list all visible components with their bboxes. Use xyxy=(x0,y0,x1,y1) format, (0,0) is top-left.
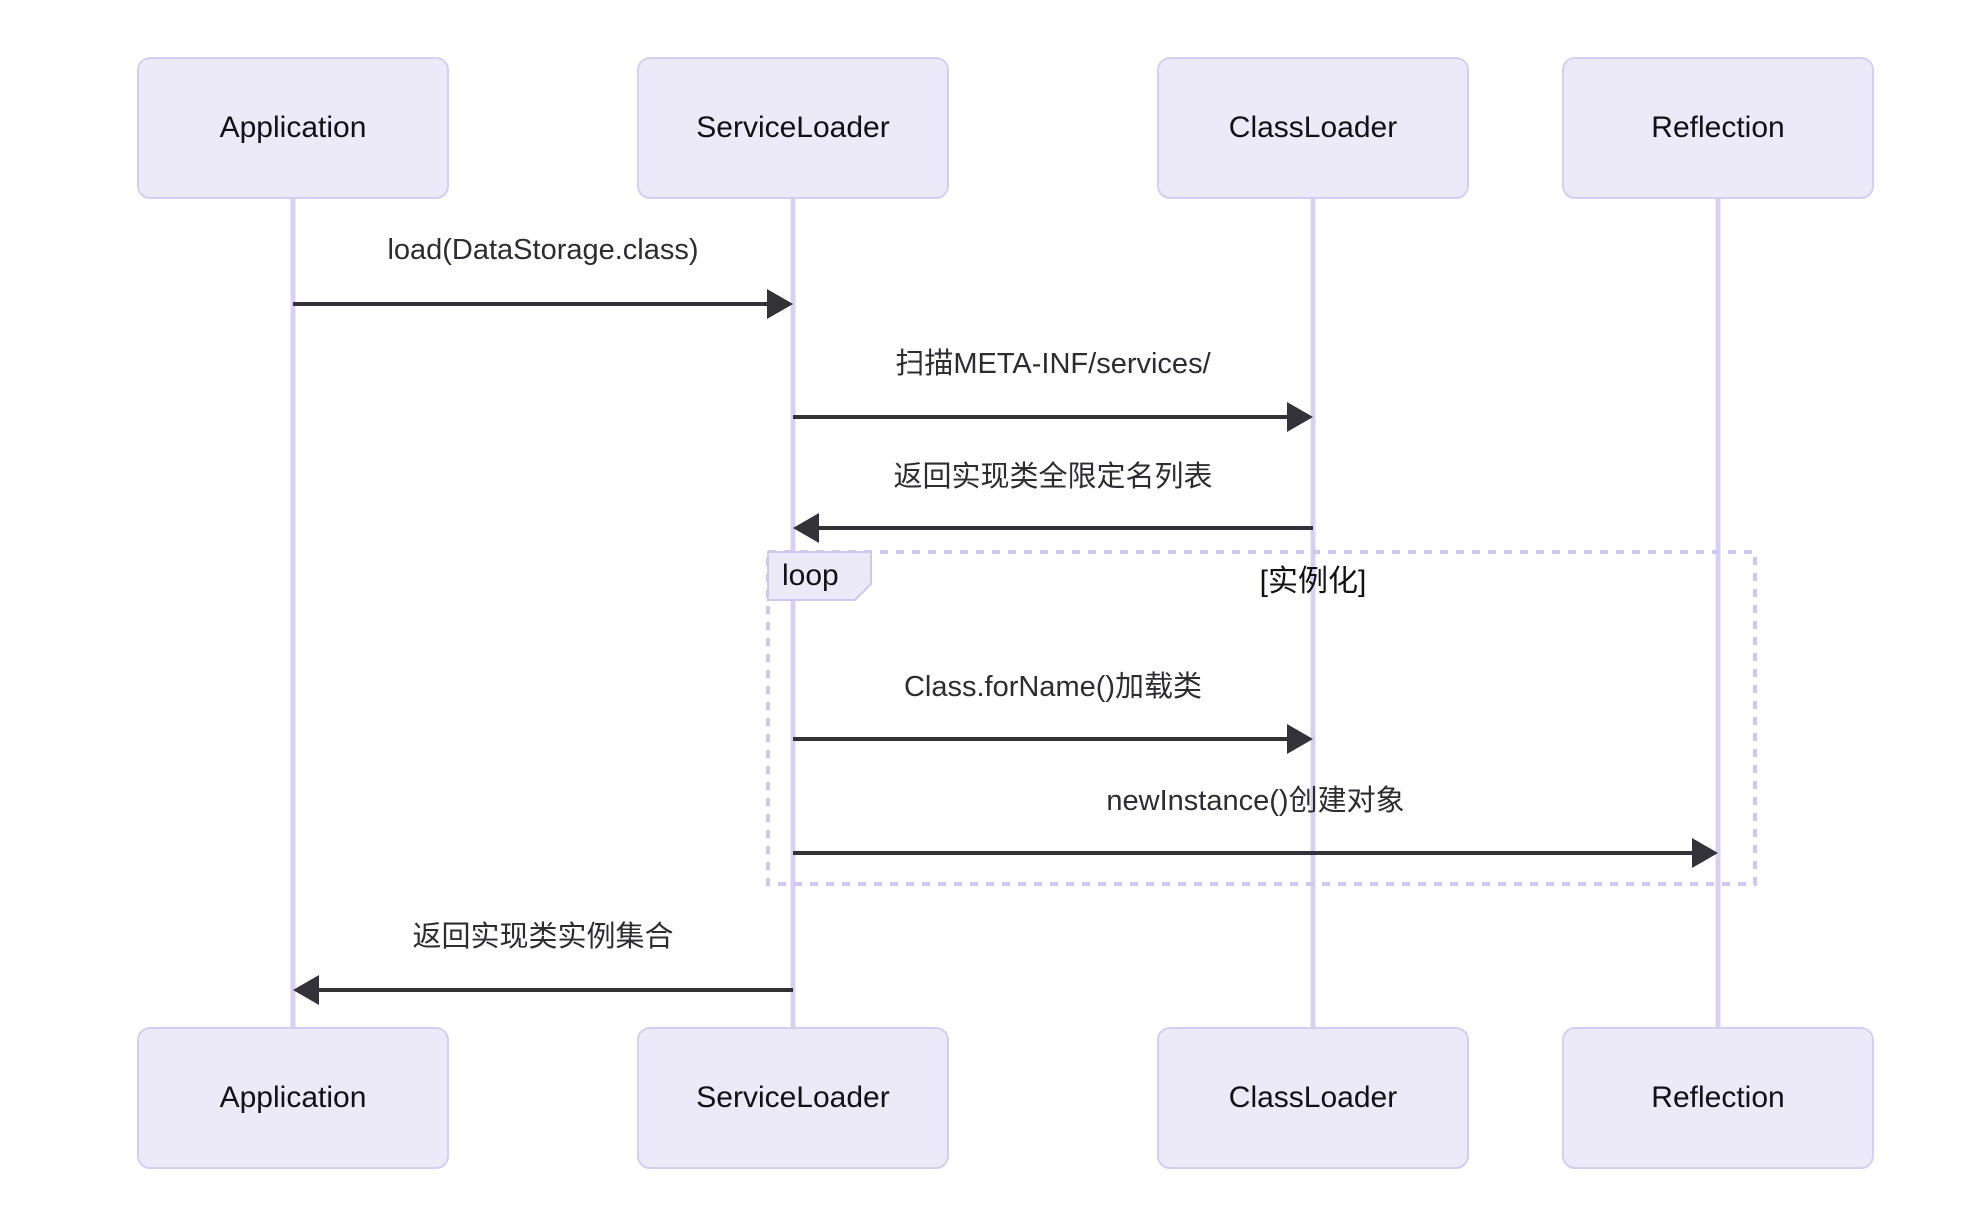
message-label-m5: newInstance()创建对象 xyxy=(1106,784,1404,817)
fragment-loop-border xyxy=(766,550,1757,886)
message-label-m1: load(DataStorage.class) xyxy=(387,234,698,266)
participant-box-top-reflection[interactable] xyxy=(1562,57,1874,199)
participant-bottom-serviceloader[interactable]: ServiceLoader xyxy=(637,1027,949,1169)
participant-box-bottom-classloader[interactable] xyxy=(1157,1027,1469,1169)
participant-box-bottom-serviceloader[interactable] xyxy=(637,1027,949,1169)
message-arrowhead-m2 xyxy=(1287,402,1313,432)
fragment-loop-tag xyxy=(767,551,872,601)
participant-box-bottom-reflection[interactable] xyxy=(1562,1027,1874,1169)
lifelines-group xyxy=(290,198,1721,1028)
participant-bottom-classloader[interactable]: ClassLoader xyxy=(1157,1027,1469,1169)
message-m5: newInstance()创建对象 xyxy=(793,784,1718,868)
message-label-m6: 返回实现类实例集合 xyxy=(412,920,673,953)
message-arrowhead-m6 xyxy=(293,975,319,1005)
participant-label-top-classloader: ClassLoader xyxy=(1229,111,1397,144)
participant-bottom-reflection[interactable]: Reflection xyxy=(1562,1027,1874,1169)
participant-label-bottom-serviceloader: ServiceLoader xyxy=(696,1081,889,1114)
message-label-m3: 返回实现类全限定名列表 xyxy=(893,460,1212,493)
participant-top-serviceloader[interactable]: ServiceLoader xyxy=(637,57,949,199)
participant-label-bottom-reflection: Reflection xyxy=(1651,1081,1784,1114)
top-participants-group: Application ServiceLoader ClassLoader Refle… xyxy=(137,57,1874,199)
message-m2: 扫描META-INF/services/ xyxy=(793,347,1313,432)
message-arrowhead-m1 xyxy=(767,289,793,319)
message-m4: Class.forName()加载类 xyxy=(793,670,1313,754)
participant-box-top-serviceloader[interactable] xyxy=(637,57,949,199)
message-arrowhead-m4 xyxy=(1287,724,1313,754)
participant-box-top-classloader[interactable] xyxy=(1157,57,1469,199)
fragments-group: loop [实例化] xyxy=(766,550,1757,886)
message-m1: load(DataStorage.class) xyxy=(293,234,793,319)
participant-top-application[interactable]: Application xyxy=(137,57,449,199)
message-label-m4: Class.forName()加载类 xyxy=(904,670,1202,703)
message-arrowhead-m3 xyxy=(793,513,819,543)
participant-top-classloader[interactable]: ClassLoader xyxy=(1157,57,1469,199)
message-label-m2: 扫描META-INF/services/ xyxy=(895,347,1211,380)
participant-top-reflection[interactable]: Reflection xyxy=(1562,57,1874,199)
participant-label-top-application: Application xyxy=(220,111,367,144)
message-m6: 返回实现类实例集合 xyxy=(293,920,793,1005)
participant-label-top-reflection: Reflection xyxy=(1651,111,1784,144)
participant-box-top-application[interactable] xyxy=(137,57,449,199)
participant-bottom-application[interactable]: Application xyxy=(137,1027,449,1169)
fragment-loop-tag-label: loop xyxy=(782,559,839,592)
messages-group: load(DataStorage.class) 扫描META-INF/servic… xyxy=(293,234,1718,1005)
participant-label-top-serviceloader: ServiceLoader xyxy=(696,111,889,144)
participant-label-bottom-classloader: ClassLoader xyxy=(1229,1081,1397,1114)
participant-box-bottom-application[interactable] xyxy=(137,1027,449,1169)
participant-label-bottom-application: Application xyxy=(220,1081,367,1114)
message-m3: 返回实现类全限定名列表 xyxy=(793,460,1313,543)
bottom-participants-group: Application ServiceLoader ClassLoader Refle… xyxy=(137,1027,1874,1169)
message-arrowhead-m5 xyxy=(1692,838,1718,868)
fragment-loop-condition: [实例化] xyxy=(1260,565,1367,598)
